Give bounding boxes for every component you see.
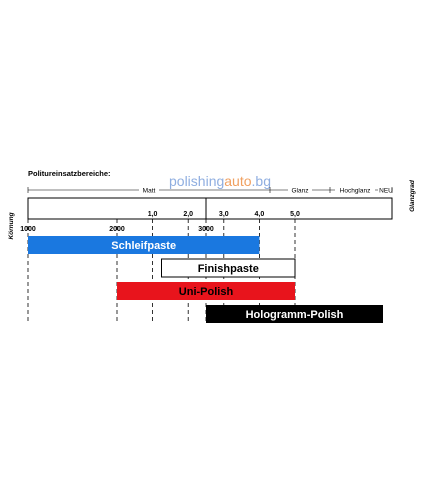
product-bars: SchleifpasteFinishpasteUni-PolishHologra… [28,236,383,323]
gloss-scale-box [27,197,393,220]
watermark-logo: polishingauto.bg [169,173,271,189]
chart-title: Politureinsatzbereiche: [28,169,111,178]
gloss-tick-label: 4,0 [255,211,265,218]
watermark-part3: .bg [252,173,271,189]
product-bar [206,305,383,323]
gloss-zone-label-bg [139,186,159,194]
product-bar-label: Schleifpaste [111,240,176,252]
gloss-zone-label: Hochglanz [340,188,371,195]
gloss-zone-label: Glanz [292,188,309,195]
product-bar [28,236,260,254]
gloss-axis-label: Glanzgrad [409,179,416,212]
grit-axis-label: Körnung [8,212,15,239]
gloss-scale-frame [27,197,393,220]
product-bar-label: Finishpaste [198,263,259,275]
gloss-zone-label-bg [288,186,312,194]
product-bar-label: Uni-Polish [179,286,234,298]
watermark-part2: auto [224,173,251,189]
gloss-zone-label-bg [378,186,394,194]
gloss-tick-label: 3,0 [219,211,229,218]
watermark-part1: polishing [169,173,224,189]
gloss-tick-label: 5,0 [290,211,300,218]
gloss-zone-label-bg [335,186,375,194]
gloss-zone-label: Matt [143,188,156,195]
gloss-tick-label: 2,0 [183,211,193,218]
svg-text:polishingauto.bg: polishingauto.bg [169,173,271,189]
gloss-zones: Matt Glanz Hochglanz NEU [27,186,394,195]
product-bar [117,282,295,300]
gloss-tick-label: 1,0 [148,211,158,218]
gloss-zone-label: NEU [379,188,393,195]
product-bar-label: Hologramm-Polish [246,309,344,321]
product-bar [161,258,296,278]
